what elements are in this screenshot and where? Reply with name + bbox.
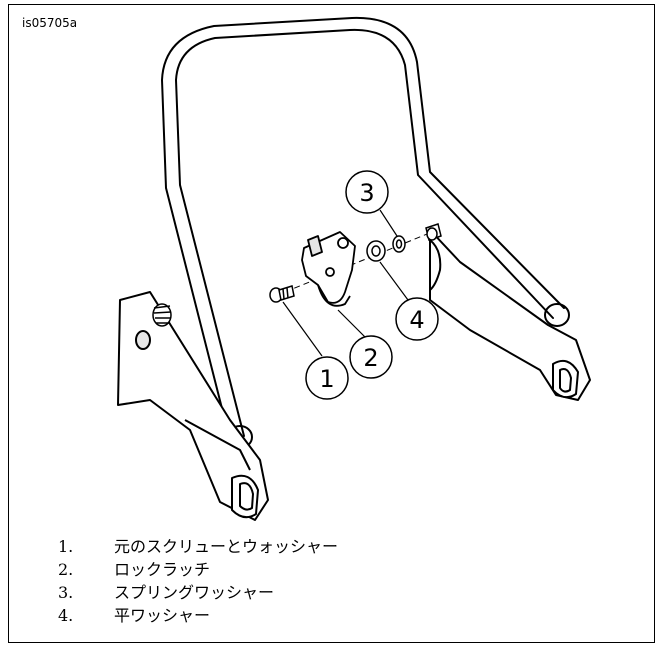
figure-id: is05705a xyxy=(22,16,78,30)
parts-legend: 1. 元のスクリューとウォッシャー 2. ロックラッチ 3. スプリングワッシャー 4… xyxy=(58,535,338,627)
callout-1-label: 1 xyxy=(319,365,334,393)
spacer-bushing xyxy=(425,223,442,241)
legend-number: 3. xyxy=(58,583,74,602)
callout-2-label: 2 xyxy=(363,344,378,372)
left-knob xyxy=(152,303,172,327)
legend-number: 4. xyxy=(58,606,74,625)
screw-with-washer xyxy=(269,285,295,303)
callout-1: 1 xyxy=(305,356,349,400)
callout-3-label: 3 xyxy=(359,179,374,207)
legend-item: 3. スプリングワッシャー xyxy=(58,581,338,604)
upright-tube xyxy=(161,16,570,449)
legend-item: 4. 平ワッシャー xyxy=(58,604,338,627)
callout-2: 2 xyxy=(349,335,393,379)
spring-washer xyxy=(392,235,406,253)
legend-number: 1. xyxy=(58,537,74,556)
legend-text: 元のスクリューとウォッシャー xyxy=(114,537,339,556)
callout-3: 3 xyxy=(345,170,389,214)
assembly-axis xyxy=(284,231,433,293)
left-side-plate xyxy=(117,291,269,521)
legend-text: スプリングワッシャー xyxy=(114,583,275,602)
callout-4: 4 xyxy=(395,297,439,341)
legend-text: ロックラッチ xyxy=(114,560,211,579)
legend-item: 2. ロックラッチ xyxy=(58,558,338,581)
legend-item: 1. 元のスクリューとウォッシャー xyxy=(58,535,338,558)
legend-text: 平ワッシャー xyxy=(114,606,211,625)
right-side-plate xyxy=(429,229,591,401)
flat-washer xyxy=(366,240,386,262)
callout-4-label: 4 xyxy=(409,306,424,334)
lock-latch xyxy=(301,231,356,307)
callout-leaders xyxy=(282,209,409,357)
legend-number: 2. xyxy=(58,560,74,579)
